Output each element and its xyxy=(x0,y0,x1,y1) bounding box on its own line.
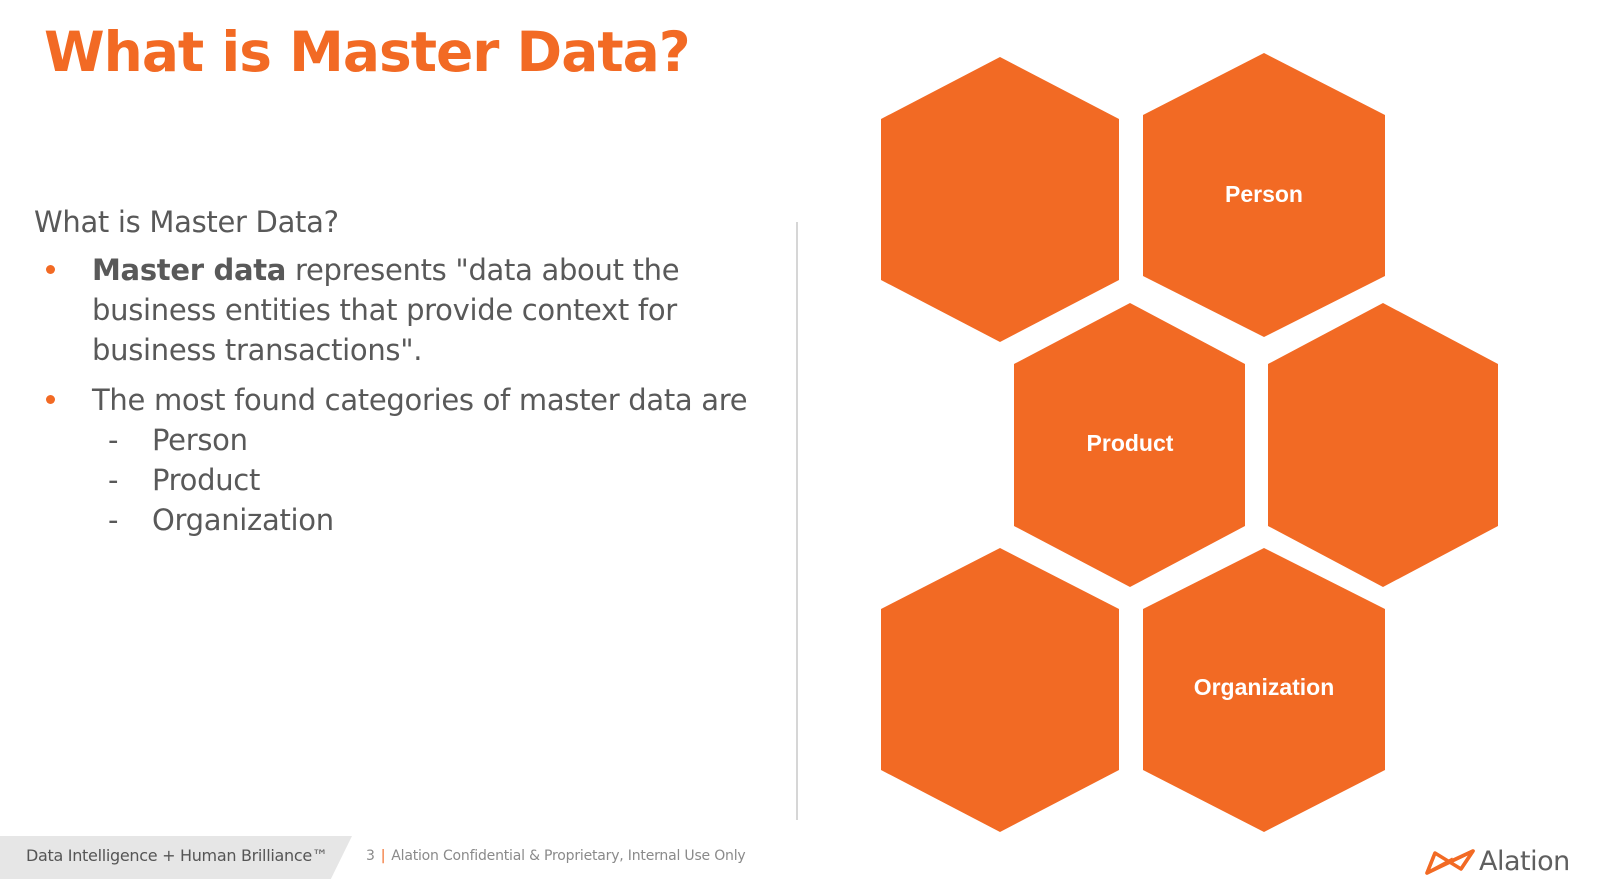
bullet-dot-icon xyxy=(46,265,55,275)
hexagon-organization xyxy=(1143,548,1385,832)
dash-icon: - xyxy=(108,423,119,458)
dash-icon: - xyxy=(108,503,119,538)
bullet-item: The most found categories of master data… xyxy=(34,380,794,540)
footer-separator: | xyxy=(380,848,386,864)
alation-bowtie-icon xyxy=(1425,848,1475,875)
footer-tagline-band: Data Intelligence + Human Brilliance™ xyxy=(0,836,352,879)
sub-item: -Person xyxy=(92,420,794,460)
bullet-dot-icon xyxy=(46,395,55,405)
vertical-divider xyxy=(796,222,798,820)
bullet-bold-term: Master data xyxy=(92,253,287,288)
sub-item: -Product xyxy=(92,460,794,500)
hexagon-label-person: Person xyxy=(1225,181,1303,207)
hexagon-top-left xyxy=(881,57,1119,342)
bullet-list: Master data represents "data about the b… xyxy=(34,250,794,540)
hexagon-label-product: Product xyxy=(1087,430,1174,456)
dash-icon: - xyxy=(108,463,119,498)
footer-tagline: Data Intelligence + Human Brilliance™ xyxy=(26,846,328,865)
sub-item-label: Product xyxy=(152,463,261,498)
sub-item: -Organization xyxy=(92,500,794,540)
alation-logo: Alation xyxy=(1425,846,1570,877)
hexagon-product xyxy=(1014,303,1245,587)
bullet-item: Master data represents "data about the b… xyxy=(34,250,794,370)
hexagon-label-organization: Organization xyxy=(1194,674,1335,700)
hexagon-person xyxy=(1143,53,1385,337)
footer-note: 3 | Alation Confidential & Proprietary, In… xyxy=(366,848,746,864)
logo-text: Alation xyxy=(1479,846,1570,877)
sub-item-label: Organization xyxy=(152,503,334,538)
sub-item-label: Person xyxy=(152,423,248,458)
confidential-notice: Alation Confidential & Proprietary, Inte… xyxy=(391,848,746,864)
slide-body: What is Master Data? Master data represe… xyxy=(34,204,794,550)
page-number: 3 xyxy=(366,848,375,864)
bullet-text: represents "data about the business enti… xyxy=(92,253,680,368)
hexagon-middle-right xyxy=(1268,303,1498,587)
sub-list: -Person -Product -Organization xyxy=(92,420,794,540)
slide-title: What is Master Data? xyxy=(44,20,691,84)
subheading: What is Master Data? xyxy=(34,205,339,239)
hexagon-bottom-left xyxy=(881,548,1119,832)
bullet-text: The most found categories of master data… xyxy=(92,383,748,418)
